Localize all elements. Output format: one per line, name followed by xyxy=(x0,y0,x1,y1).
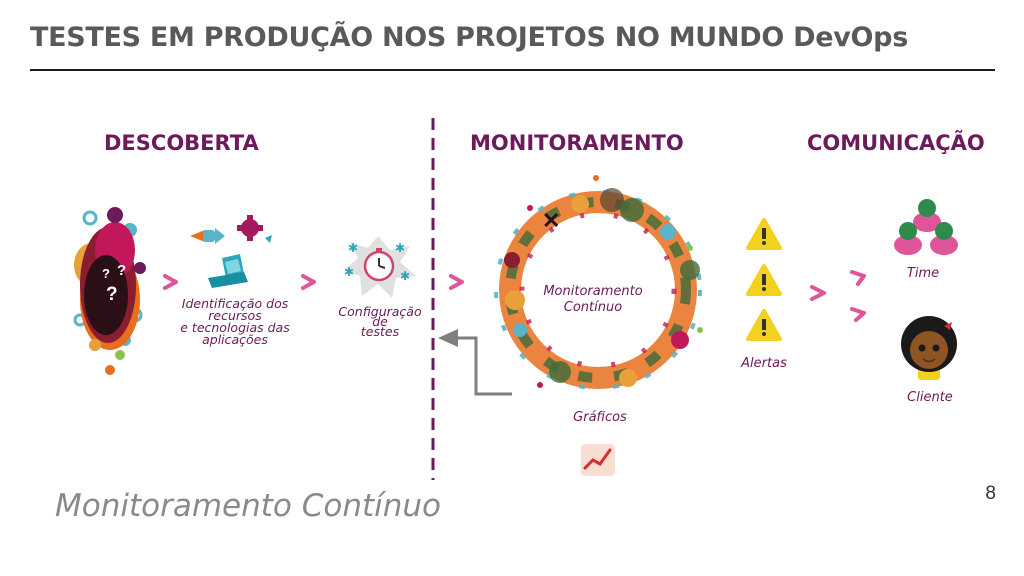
svg-text:✱: ✱ xyxy=(400,269,410,283)
svg-text:✱: ✱ xyxy=(395,241,405,255)
alert-icon xyxy=(748,266,780,294)
client-avatar-icon xyxy=(901,316,957,380)
chevron-down-right-icon xyxy=(852,309,864,320)
svg-text:✱: ✱ xyxy=(348,241,358,255)
alerts-label: Alertas xyxy=(734,358,794,370)
question-mark-medium: ? xyxy=(117,262,126,279)
stopwatch-icon: ✱ ✱ ✱ ✱ xyxy=(344,236,416,298)
identification-label: Identificação dos recursos e tecnologias… xyxy=(180,298,290,346)
team-label: Time xyxy=(895,268,951,280)
feedback-arrow xyxy=(454,338,512,394)
team-icon xyxy=(894,199,958,255)
chart-icon xyxy=(581,444,615,476)
chevron-right-icon xyxy=(165,276,176,288)
chevron-right-icon xyxy=(451,276,462,288)
charts-label: Gráficos xyxy=(560,412,640,424)
svg-text:✕: ✕ xyxy=(542,208,560,233)
footer-subtitle: Monitoramento Contínuo xyxy=(55,488,441,524)
alert-icon xyxy=(748,220,780,248)
client-label: Cliente xyxy=(895,392,965,404)
laptop-icon xyxy=(208,254,248,288)
chevron-right-icon xyxy=(303,276,314,288)
label-line: aplicações xyxy=(180,334,290,346)
question-mark-small: ? xyxy=(102,266,110,281)
gear-icon xyxy=(237,215,272,243)
feedback-arrowhead xyxy=(438,329,458,347)
test-config-label: Configuração de testes xyxy=(330,307,430,337)
svg-text:✱: ✱ xyxy=(344,265,354,279)
label-line: Contínuo xyxy=(538,300,648,316)
continuous-monitoring-label: Monitoramento Contínuo xyxy=(538,284,648,316)
alert-icon xyxy=(748,311,780,339)
page-number: 8 xyxy=(985,483,996,505)
rocket-icon xyxy=(190,228,225,244)
label-line: Monitoramento xyxy=(538,284,648,300)
label-line: testes xyxy=(330,327,430,337)
chevron-up-right-icon xyxy=(852,272,864,284)
chevron-right-icon xyxy=(812,287,824,299)
question-mark-large: ? xyxy=(106,284,118,305)
